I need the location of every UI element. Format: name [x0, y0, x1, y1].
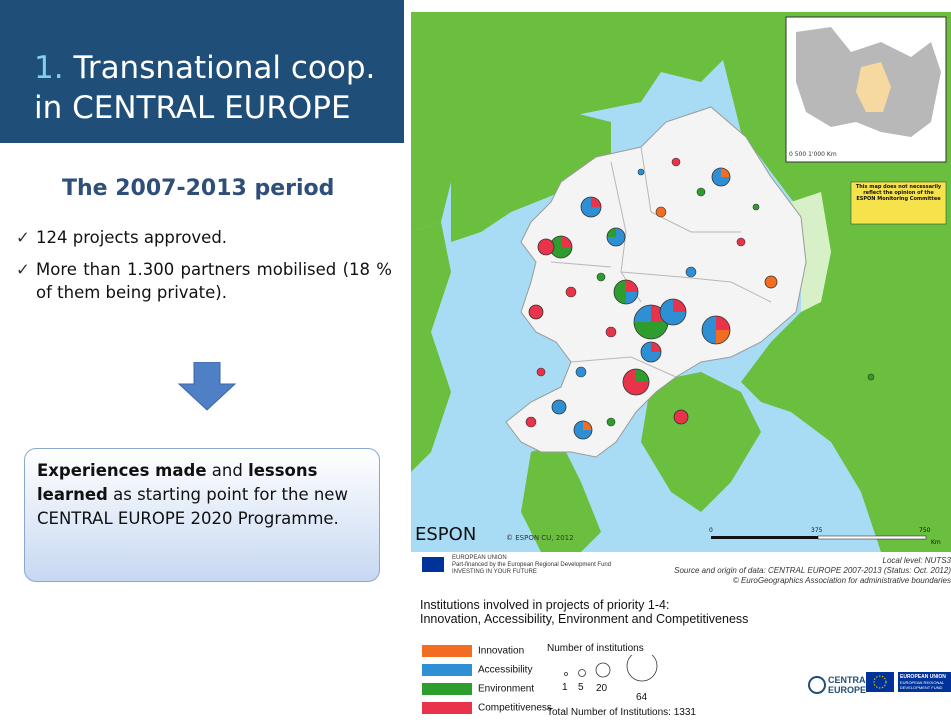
inset-map: 0 500 1'000 Km [785, 16, 947, 163]
legend-swatch [422, 645, 472, 657]
note-text-1: and [206, 461, 249, 480]
land-scandinavia [501, 12, 561, 72]
svg-text:0: 0 [709, 527, 713, 534]
credits-strip: EUROPEAN UNION Part-financed by the Euro… [422, 552, 951, 586]
note-bold-2: lessons learned [37, 461, 318, 504]
eu-logo-line-1: EUROPEAN UNION [900, 674, 946, 680]
legend-item-accessibility: Accessibility [422, 664, 532, 678]
period-subtitle: The 2007-2013 period [62, 176, 335, 201]
eu-logo-line-2: EUROPEAN REGIONAL [900, 680, 945, 685]
europe-map: 0 500 1'000 Km This map does not necessa… [411, 12, 951, 552]
total-institutions: Total Number of Institutions: 1331 [547, 707, 696, 718]
checkmark-icon: ✓ [16, 228, 30, 247]
land-north [411, 12, 731, 232]
size-label: 64 [636, 692, 648, 703]
legend-label: Environment [478, 683, 535, 695]
size-legend: 1 5 20 64 [562, 655, 658, 703]
credit-right-2: Source and origin of data: CENTRAL EUROP… [674, 566, 951, 575]
bullet-list: ✓ 124 projects approved. ✓ More than 1.300… [16, 226, 392, 313]
credit-right-1: Local level: NUTS3 [882, 556, 951, 565]
credit-left: EUROPEAN UNION Part-financed by the Euro… [452, 555, 611, 576]
bullet-item: ✓ 124 projects approved. [16, 226, 392, 249]
eu-flag-icon [422, 557, 444, 572]
title-banner: 1. Transnational coop. in CENTRAL EUROPE [0, 0, 404, 143]
central-europe-logo: CENTRAL EUROPE [808, 675, 866, 695]
eu-logo: EUROPEAN UNION EUROPEAN REGIONAL DEVELOP… [866, 672, 951, 692]
credit-right-3: © EuroGeographics Association for admini… [732, 576, 951, 585]
pie-symbols [525, 157, 875, 440]
title-line-1: Transnational coop. [73, 50, 376, 86]
legend-item-competitiveness: Competitiveness [422, 702, 552, 716]
checkmark-icon: ✓ [16, 260, 30, 279]
ce-logo-line-1: CENTRAL [828, 675, 866, 685]
size-circle [626, 655, 658, 682]
legend-label: Competitiveness [478, 702, 552, 714]
bullet-item: ✓ More than 1.300 partners mobilised (18 … [16, 258, 392, 304]
legend-swatch [422, 683, 472, 695]
size-circle [578, 669, 586, 677]
credit-right: Local level: NUTS3 Source and origin of … [674, 556, 951, 586]
legend-title-2: Innovation, Accessibility, Environment a… [420, 612, 749, 626]
svg-text:Km: Km [931, 539, 941, 546]
svg-text:375: 375 [811, 527, 823, 534]
legend-label: Innovation [478, 645, 525, 657]
disclaimer-box [850, 181, 947, 225]
copyright-label: © ESPON CU, 2012 [506, 534, 574, 542]
land-italy [521, 442, 601, 552]
note-text-2: as starting point for the new CENTRAL EU… [37, 485, 348, 528]
credit-left-2: Part-financed by the European Regional D… [452, 562, 612, 568]
disclaimer-holder: This map does not necessarily reflect th… [855, 184, 942, 202]
bullet-text: More than 1.300 partners mobilised (18 %… [36, 260, 392, 302]
note-bold-1: Experiences made [37, 461, 207, 480]
legend-title-1: Institutions involved in projects of pri… [420, 598, 670, 612]
land-balkans [641, 372, 761, 512]
legend-title: Institutions involved in projects of pri… [420, 598, 748, 626]
ce-logo-line-2: EUROPE [828, 685, 866, 695]
map-container: 0 500 1'000 Km This map does not necessa… [411, 12, 951, 552]
legend-item-environment: Environment [422, 683, 534, 697]
slide-title: 1. Transnational coop. in CENTRAL EUROPE [34, 48, 375, 128]
size-circle [595, 662, 611, 678]
map-scale-bar: 0 375 750 Km [709, 527, 941, 546]
size-label: 1 [562, 682, 568, 693]
credit-left-3: INVESTING IN YOUR FUTURE [452, 569, 537, 575]
land-west [411, 222, 451, 472]
lessons-note-box: Experiences made and lessons learned as … [24, 448, 380, 582]
land-denmark-germany-north [451, 112, 611, 242]
legend-swatch [422, 702, 472, 714]
size-label: 20 [596, 683, 608, 694]
credit-left-1: EUROPEAN UNION [452, 555, 507, 561]
eu-logo-line-3: DEVELOPMENT FUND [900, 685, 942, 690]
bullet-text: 124 projects approved. [36, 228, 228, 247]
legend-label: Accessibility [478, 664, 533, 676]
legend-swatch [422, 664, 472, 676]
title-number: 1. [34, 50, 64, 86]
size-circle [564, 672, 568, 676]
svg-text:750: 750 [919, 527, 931, 534]
number-institutions-label: Number of institutions [547, 643, 644, 654]
espon-logo: ESPON [415, 524, 476, 545]
down-arrow-icon [177, 362, 237, 411]
size-label: 5 [578, 682, 584, 693]
disclaimer-text: This map does not necessarily reflect th… [855, 184, 942, 202]
title-line-2: in CENTRAL EUROPE [34, 90, 351, 126]
inset-scale-label: 0 500 1'000 Km [789, 151, 837, 158]
legend-item-innovation: Innovation [422, 645, 524, 659]
region-borders [550, 146, 772, 378]
